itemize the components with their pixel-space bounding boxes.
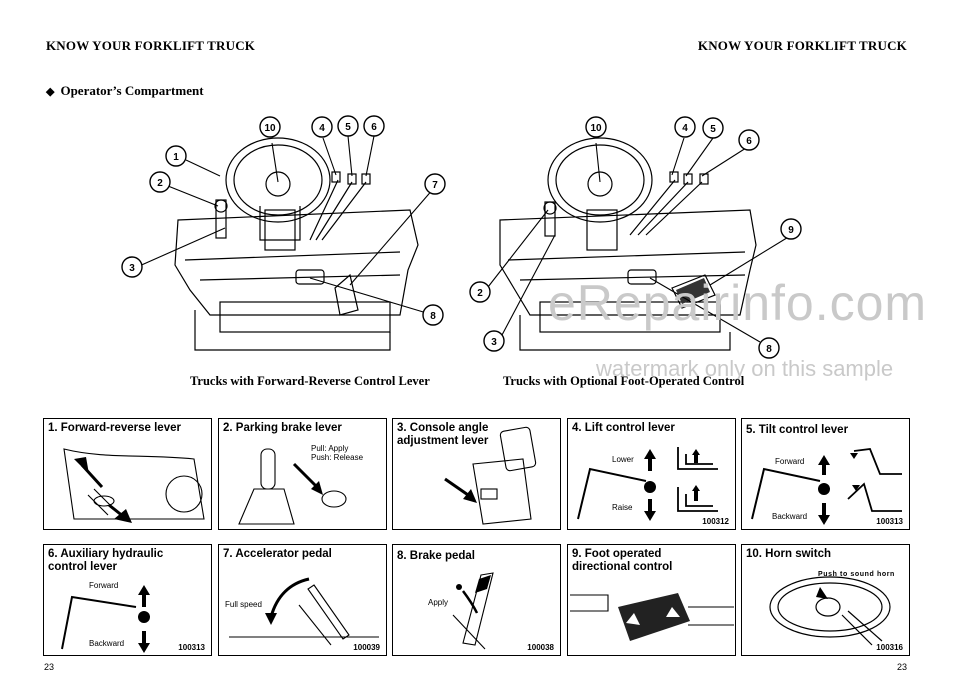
panel-title: 9. Foot operated directional control: [572, 548, 673, 573]
figure-code: 100316: [876, 643, 903, 652]
horn-switch-illustration: [769, 576, 891, 646]
page-number-right: 23: [896, 662, 907, 672]
panel-title: 4. Lift control lever: [572, 422, 675, 434]
callout-number: 4: [682, 123, 688, 134]
panel-label: Forward: [89, 581, 119, 590]
watermark-main: eRepairinfo.com: [548, 275, 928, 331]
callout-number: 3: [491, 337, 497, 348]
figure-forward-reverse-truck: 10 4 5 6 1 2 7 3 8: [121, 115, 446, 351]
panel-title: 10. Horn switch: [746, 548, 831, 560]
figure-code: 100313: [178, 643, 205, 652]
panel-accelerator-pedal: 7. Accelerator pedal Full speed 100039: [218, 544, 387, 656]
callout-number: 10: [264, 123, 276, 134]
console-angle-illustration: [444, 426, 537, 525]
caption-left: Trucks with Forward-Reverse Control Leve…: [190, 374, 430, 388]
caption-right: Trucks with Optional Foot-Operated Contr…: [503, 374, 745, 388]
panel-label: Push: Release: [311, 453, 364, 462]
callout-number: 6: [746, 136, 752, 147]
panel-lift-control-lever: 4. Lift control lever Lower Raise 100312: [567, 418, 736, 530]
panel-title: 7. Accelerator pedal: [223, 548, 332, 560]
foot-directional-control-illustration: [570, 593, 734, 641]
forward-reverse-lever-illustration: [63, 448, 205, 523]
panel-title: 5. Tilt control lever: [746, 424, 849, 436]
figure-foot-operated-truck: 10 4 5 6 9 2 3 8: [469, 116, 802, 359]
section-heading: ◆ Operator’s Compartment: [46, 83, 204, 99]
panel-label: Lower: [612, 455, 634, 464]
callout-number: 2: [477, 288, 483, 299]
parking-brake-illustration: [238, 448, 347, 525]
lift-lever-illustration: [577, 447, 718, 521]
diamond-bullet-icon: ◆: [46, 86, 55, 98]
brake-pedal-illustration: [452, 572, 494, 650]
callout-number: 3: [129, 263, 135, 274]
panel-title: 8. Brake pedal: [397, 550, 475, 562]
accelerator-pedal-illustration: [229, 577, 379, 646]
figure-code: 100039: [353, 643, 380, 652]
figure-code: 100313: [876, 517, 903, 526]
panel-foot-directional-control: 9. Foot operated directional control: [567, 544, 736, 656]
callout-number: 5: [345, 122, 351, 133]
panel-forward-reverse-lever: 1. Forward-reverse lever: [43, 418, 212, 530]
figure-code: 100312: [702, 517, 729, 526]
panel-auxiliary-hydraulic-lever: 6. Auxiliary hydraulic control lever For…: [43, 544, 212, 656]
panel-title: 6. Auxiliary hydraulic control lever: [48, 548, 164, 573]
panel-title: 1. Forward-reverse lever: [48, 422, 181, 434]
panel-tilt-control-lever: 5. Tilt control lever Forward Backward 1…: [741, 418, 910, 530]
panel-label: Raise: [612, 503, 633, 512]
callout-number: 6: [371, 122, 377, 133]
left-callouts: 10 4 5 6 1 2 7 3 8: [121, 115, 446, 326]
callout-number: 2: [157, 178, 163, 189]
panel-label: Backward: [772, 512, 808, 521]
panel-brake-pedal: 8. Brake pedal Apply 100038: [392, 544, 561, 656]
watermark-sub: watermark only on this sample: [596, 356, 894, 381]
callout-number: 5: [710, 124, 716, 135]
callout-number: 7: [432, 180, 438, 191]
header-right: KNOW YOUR FORKLIFT TRUCK: [697, 38, 907, 53]
callout-number: 9: [788, 225, 794, 236]
aux-hydraulic-lever-illustration: [61, 585, 150, 653]
panel-label: Full speed: [225, 600, 262, 609]
panel-title: 2. Parking brake lever: [223, 422, 342, 434]
panel-label: Backward: [89, 639, 125, 648]
callout-number: 1: [173, 152, 179, 163]
section-title: Operator’s Compartment: [60, 83, 204, 98]
figure-code: 100038: [527, 643, 554, 652]
callout-number: 8: [766, 344, 772, 355]
panel-console-angle-lever: 3. Console angle adjustment lever: [392, 418, 561, 530]
panel-label: Apply: [428, 598, 449, 607]
right-callouts: 10 4 5 6 9 2 3 8: [469, 116, 802, 359]
panel-label: Forward: [775, 457, 805, 466]
tilt-lever-illustration: [751, 448, 902, 525]
panel-title: 3. Console angle adjustment lever: [397, 422, 489, 447]
panel-horn-switch: 10. Horn switch Push to sound horn 10031…: [741, 544, 910, 656]
header-left: KNOW YOUR FORKLIFT TRUCK: [46, 38, 256, 53]
callout-number: 10: [590, 123, 602, 134]
callout-number: 4: [319, 123, 325, 134]
callout-number: 8: [430, 311, 436, 322]
panel-label: Push to sound horn: [818, 571, 895, 578]
page-number-left: 23: [44, 662, 55, 672]
panel-parking-brake-lever: 2. Parking brake lever Pull: Apply Push:…: [218, 418, 387, 530]
panel-label: Pull: Apply: [311, 444, 349, 453]
